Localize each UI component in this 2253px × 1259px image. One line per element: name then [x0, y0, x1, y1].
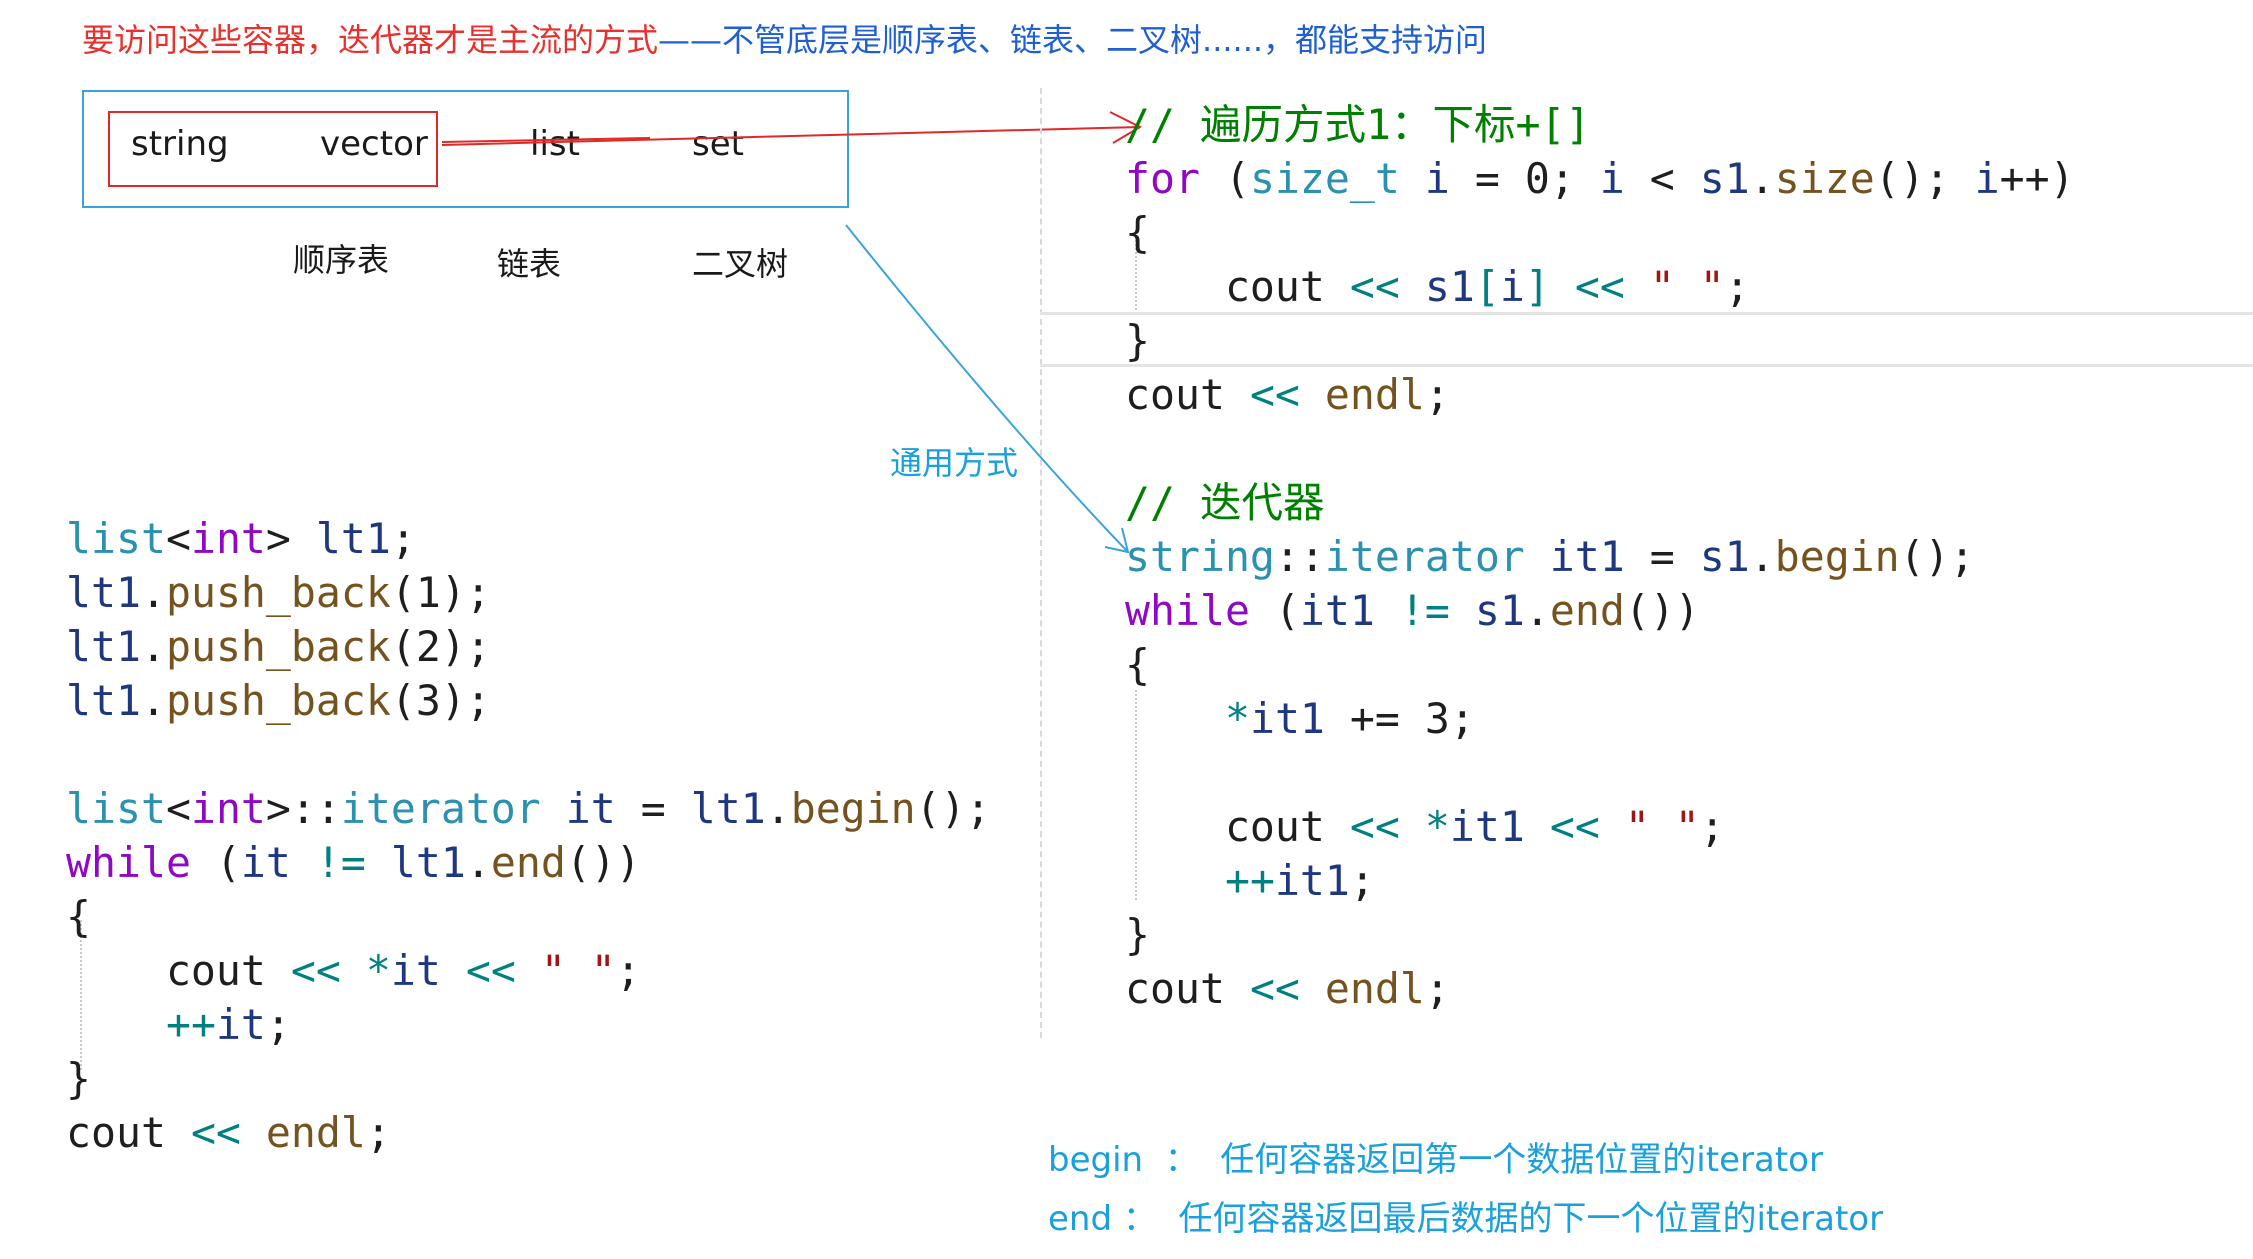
blue-arrow — [845, 224, 1130, 554]
code-line: } — [66, 1054, 91, 1103]
code-line — [1125, 422, 2075, 476]
container-vector: vector — [320, 124, 428, 164]
code-line: } — [1125, 316, 1150, 365]
indent-guide-right-1 — [1135, 240, 1137, 310]
container-list: list — [530, 124, 580, 164]
code-line: cout << endl; — [66, 1108, 391, 1157]
category-binary-tree: 二叉树 — [692, 245, 789, 283]
code-line: lt1.push_back(3); — [66, 676, 491, 725]
code-line: // 遍历方式1：下标+[] — [1125, 100, 1591, 149]
code-line: list<int>::iterator it = lt1.begin(); — [66, 784, 991, 833]
code-line: { — [1125, 640, 1150, 689]
code-line: cout << endl; — [1125, 964, 1450, 1013]
code-line: list<int> lt1; — [66, 514, 416, 563]
containers-box — [82, 90, 849, 208]
header-note: 要访问这些容器，迭代器才是主流的方式——不管底层是顺序表、链表、二叉树.....… — [82, 20, 1487, 60]
sequence-containers-box — [108, 111, 438, 187]
category-sequential: 顺序表 — [293, 241, 390, 279]
common-way-label: 通用方式 — [890, 444, 1019, 482]
line-highlight-top — [1040, 312, 2253, 315]
container-set: set — [692, 124, 744, 164]
code-line: // 迭代器 — [1125, 478, 1325, 527]
container-string: string — [131, 124, 229, 164]
code-line: ++it1; — [1224, 856, 1375, 905]
end-note: end ： 任何容器返回最后数据的下一个位置的iterator — [1048, 1199, 1884, 1239]
red-arrow — [441, 111, 1143, 146]
code-line: { — [66, 892, 91, 941]
code-line — [1125, 746, 2075, 800]
code-line — [66, 728, 991, 782]
column-separator — [1040, 88, 1042, 1038]
header-red-text: 要访问这些容器，迭代器才是主流的方式 — [82, 21, 659, 59]
code-block-string: // 遍历方式1：下标+[] for (size_t i = 0; i < s1.… — [1125, 98, 2075, 1016]
code-line: cout << endl; — [1125, 370, 1450, 419]
code-line: for (size_t i = 0; i < s1.size(); i++) — [1125, 154, 2075, 203]
code-line: lt1.push_back(2); — [66, 622, 491, 671]
code-line: while (it1 != s1.end()) — [1125, 586, 1700, 635]
code-line: lt1.push_back(1); — [66, 568, 491, 617]
code-line: cout << *it << " "; — [66, 946, 641, 995]
code-block-list: list<int> lt1; lt1.push_back(1); lt1.push_… — [66, 512, 991, 1160]
code-line: } — [1125, 910, 1150, 959]
code-line: *it1 += 3; — [1224, 694, 1475, 743]
code-line: cout << s1[i] << " "; — [1125, 262, 1750, 311]
line-highlight-bottom — [1040, 364, 2253, 367]
indent-guide-left — [80, 920, 82, 1070]
code-line: { — [1125, 208, 1150, 257]
code-line: while (it != lt1.end()) — [66, 838, 641, 887]
category-linked-list: 链表 — [497, 245, 562, 283]
code-line: string::iterator it1 = s1.begin(); — [1125, 532, 1975, 581]
begin-note: begin ： 任何容器返回第一个数据位置的iterator — [1048, 1140, 1823, 1180]
code-line: ++it; — [165, 1000, 291, 1049]
code-line: cout << *it1 << " "; — [1125, 802, 1725, 851]
indent-guide-right-2 — [1135, 690, 1137, 900]
header-blue-text: ——不管底层是顺序表、链表、二叉树......，都能支持访问 — [658, 21, 1488, 59]
